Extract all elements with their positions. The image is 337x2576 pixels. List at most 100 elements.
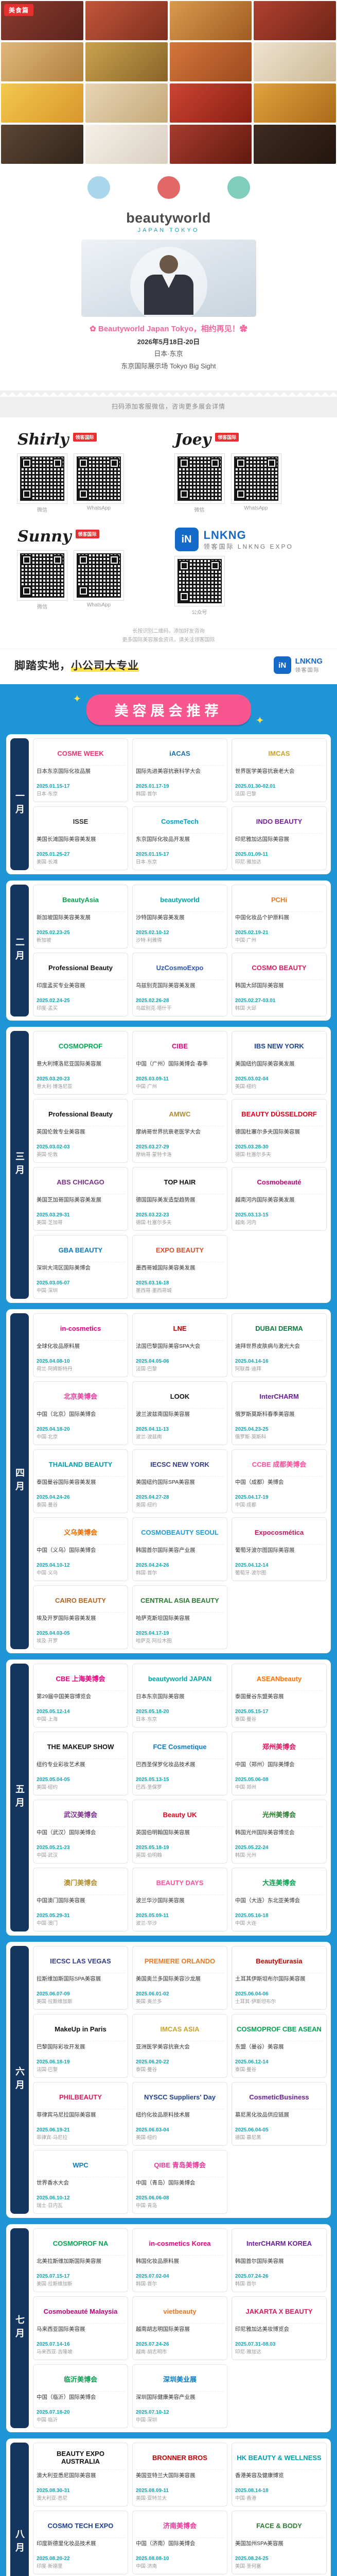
exhibition-logo: BeautyEurasia: [235, 1950, 323, 1974]
exhibition-name: 美国纽约国际美容美发展: [235, 1061, 295, 1067]
contact-tag: 领客国际: [73, 433, 97, 442]
promo-card: beautyworld JAPAN TOKYO ✿ Beautyworld Ja…: [0, 204, 337, 382]
exhibition-name: 深圳国际健康美容产业展: [136, 2394, 196, 2401]
exhibition-name: 印尼雅加达国际美容展: [235, 836, 289, 843]
exhibition-city: 中国·成都: [235, 1502, 257, 1509]
qr-code[interactable]: [74, 453, 124, 504]
month-label: 五月: [10, 1664, 29, 1932]
exhibition-logo: InterCHARM: [235, 1385, 323, 1409]
exhibition-logo: beautyworld JAPAN: [136, 1667, 224, 1691]
exhibition-city: 中国·广州: [136, 1084, 157, 1090]
exhibition-city: 新加坡: [37, 938, 51, 944]
exhibition-date: 2025.03.22-23: [136, 1212, 169, 1218]
qr-code[interactable]: [17, 550, 67, 601]
exhibition-logo: PCHi: [235, 888, 323, 912]
qr-row: 微信 WhatsApp: [174, 453, 320, 513]
exhibition-name: 美国亚特兰大国际美容展: [136, 2472, 196, 2479]
exhibition-date: 2025.05.13-15: [136, 1777, 169, 1783]
exhibition-city: 摩纳哥·蒙特卡洛: [136, 1152, 172, 1158]
qr-caption: 微信: [37, 604, 47, 611]
qr-code[interactable]: [17, 453, 67, 504]
qr-code[interactable]: [174, 556, 225, 607]
qr-finder-pattern: [22, 489, 32, 500]
exhibition-date: 2025.05.22-24: [235, 1845, 269, 1851]
exhibition-logo: IECSC LAS VEGAS: [37, 1950, 125, 1974]
exhibition-logo: FACE & BODY: [235, 2514, 323, 2538]
exhibition-logo: BEAUTY DÜSSELDORF: [235, 1103, 323, 1127]
exhibition-logo: 光州美博会: [235, 1803, 323, 1827]
exhibition-logo: BeautyAsia: [37, 888, 125, 912]
exhibition-city: 中国·济南: [136, 2564, 157, 2570]
exhibition-date: 2025.02.19-21: [235, 930, 269, 936]
exhibition-name: 日本东京国际化妆品展: [37, 768, 91, 775]
qr-caption: WhatsApp: [244, 505, 268, 512]
exhibition-logo: InterCHARM KOREA: [235, 2232, 323, 2256]
qr-code[interactable]: [230, 453, 281, 504]
exhibition-date: 2025.01.17-19: [136, 784, 169, 790]
qr-finder-pattern: [209, 458, 220, 469]
month-label: 二月: [10, 885, 29, 1017]
promo-headline: ✿ Beautyworld Japan Tokyo，相约再见！✿: [90, 325, 247, 333]
qr-code[interactable]: [74, 550, 124, 601]
exhibition-city: 印度·新德里: [37, 2564, 63, 2570]
brand-lockup: iN LNKNG 领客国际: [273, 656, 323, 674]
exhibition-city: 法国·巴黎: [235, 791, 257, 798]
exhibition-logo: BEAUTY EXPO AUSTRALIA: [37, 2446, 125, 2470]
beautyworld-logo-sub: JAPAN TOKYO: [137, 227, 200, 233]
exhibition-city: 美国·亚特兰大: [136, 2496, 167, 2502]
color-dot: [157, 176, 180, 199]
exhibition-city: 美国·拉斯维加斯: [37, 2281, 73, 2287]
exhibition-city: 中国·上海: [37, 1717, 58, 1723]
qr-code[interactable]: [174, 453, 225, 504]
exhibition-date: 2025.05.06-08: [235, 1777, 269, 1783]
exhibition-date: 2025.06.04-06: [235, 1991, 269, 1997]
exhibition-logo: IMCAS: [235, 742, 323, 766]
month-label: 八月: [10, 2443, 29, 2576]
exhibition-date: 2025.08.08-10: [136, 2556, 169, 2562]
exhibition-city: 中国·大连: [235, 1921, 257, 1927]
qr-finder-pattern: [78, 555, 88, 566]
exhibition-city: 美国·纽约: [235, 1084, 257, 1090]
exhibition-logo: GBA BEAUTY: [37, 1239, 125, 1263]
exhibition-logo: WPC: [37, 2154, 125, 2178]
exhibition-name: 英国伦敦专业美容展: [37, 1129, 85, 1136]
color-dots: [0, 165, 337, 204]
exhibition-name: 纽约专业彩妆艺术展: [37, 1761, 85, 1768]
exhibition-date: 2025.05.29-31: [37, 1913, 70, 1919]
qr-block: 微信: [174, 453, 225, 513]
exhibition-logo: 义乌美博会: [37, 1521, 125, 1545]
qr-finder-pattern: [179, 458, 189, 469]
exhibition-date: 2025.03.09-11: [136, 1076, 169, 1082]
exhibition-date: 2025.02.26-28: [136, 998, 169, 1004]
qr-finder-pattern: [235, 458, 246, 469]
promo-city: 日本·东京: [154, 350, 183, 358]
exhibition-name: 土耳其伊斯坦布尔国际美容展: [235, 1976, 306, 1982]
